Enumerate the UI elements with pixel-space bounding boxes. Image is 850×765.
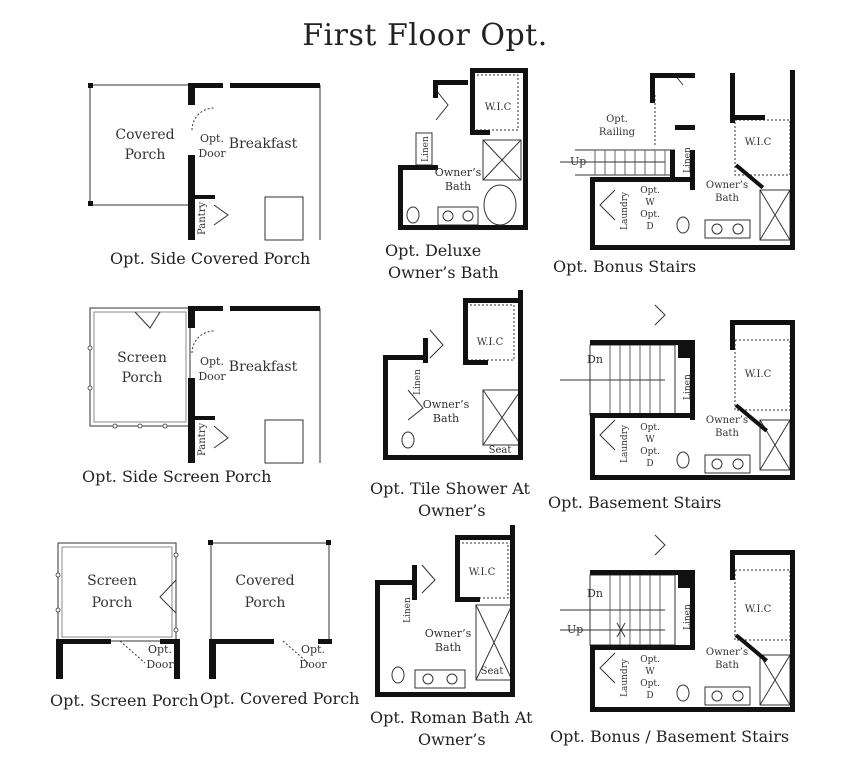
bath-label: Bath bbox=[715, 193, 739, 204]
laundry-label: Laundry bbox=[620, 424, 630, 463]
plan-basement-stairs: Dn Linen W.I.C Owner’s Bath Laundry Opt.… bbox=[560, 304, 795, 480]
door-label: Door bbox=[198, 147, 226, 160]
room-breakfast-label: Breakfast bbox=[229, 359, 298, 375]
owners-label: Owner’s bbox=[435, 166, 482, 179]
caption-basement-stairs: Opt. Basement Stairs bbox=[548, 493, 722, 512]
bath-label: Bath bbox=[433, 412, 459, 425]
caption-covered-porch: Opt. Covered Porch bbox=[200, 689, 360, 708]
wic-label: W.I.C bbox=[485, 102, 512, 113]
up-label: Up bbox=[570, 155, 586, 168]
wic-label: W.I.C bbox=[745, 369, 772, 380]
bath-label: Bath bbox=[715, 428, 739, 439]
washer-label: W bbox=[645, 667, 655, 677]
washer-label: W bbox=[645, 435, 655, 445]
room-porch-label: Porch bbox=[122, 370, 163, 386]
caption-tile-2: Owner’s bbox=[418, 501, 486, 520]
up-label: Up bbox=[567, 623, 583, 636]
opt-label: Opt. bbox=[200, 355, 224, 368]
plan-bonus-stairs: Opt. Railing Up Linen W.I.C Owner’s Bath… bbox=[560, 70, 795, 250]
plan-roman-bath: W.I.C Linen Owner’s Bath Seat bbox=[375, 525, 515, 697]
room-covered-label-1: Covered bbox=[115, 127, 174, 143]
caption-roman-1: Opt. Roman Bath At bbox=[370, 708, 533, 727]
laundry-label: Laundry bbox=[620, 191, 630, 230]
plan-deluxe-owners-bath: W.I.C Linen Owner’s Bath bbox=[398, 68, 528, 230]
room-breakfast-label: Breakfast bbox=[229, 136, 298, 152]
room-covered-label-1: Covered bbox=[235, 573, 294, 589]
dn-label: Dn bbox=[587, 353, 603, 366]
dryer-label: D bbox=[646, 691, 653, 701]
wic-label: W.I.C bbox=[477, 337, 504, 348]
plan-covered-porch: Covered Porch Opt. Door bbox=[208, 540, 332, 679]
laundry-label: Laundry bbox=[620, 658, 630, 697]
linen-label: Linen bbox=[403, 597, 413, 623]
linen-label: Linen bbox=[683, 147, 693, 173]
pantry-label: Pantry bbox=[197, 423, 208, 456]
plan-side-covered-porch: Covered Porch Opt. Door Breakfast Pantry bbox=[88, 83, 321, 241]
bath-label: Bath bbox=[715, 660, 739, 671]
room-porch-label: Porch bbox=[92, 595, 133, 611]
railing-label: Railing bbox=[599, 127, 636, 138]
door-label: Door bbox=[146, 658, 174, 671]
linen-label: Linen bbox=[683, 604, 693, 630]
linen-label: Linen bbox=[421, 136, 431, 162]
opt-label: Opt. bbox=[640, 447, 660, 457]
owners-label: Owner’s bbox=[423, 398, 470, 411]
dryer-label: D bbox=[646, 459, 653, 469]
caption-screen-porch: Opt. Screen Porch bbox=[50, 691, 199, 710]
room-screen-label-1: Screen bbox=[87, 573, 137, 589]
caption-deluxe-1: Opt. Deluxe bbox=[385, 241, 482, 260]
owners-label: Owner’s bbox=[706, 647, 748, 658]
pantry-label: Pantry bbox=[197, 202, 208, 235]
wic-label: W.I.C bbox=[745, 137, 772, 148]
caption-roman-2: Owner’s bbox=[418, 730, 486, 749]
plan-side-screen-porch: Screen Porch Opt. Door Breakfast Pantry bbox=[87, 306, 321, 464]
seat-label: Seat bbox=[489, 445, 512, 456]
caption-side-covered-porch: Opt. Side Covered Porch bbox=[110, 249, 311, 268]
wic-label: W.I.C bbox=[469, 567, 496, 578]
bath-label: Bath bbox=[435, 641, 461, 654]
owners-label: Owner’s bbox=[425, 627, 472, 640]
room-porch-label: Porch bbox=[245, 595, 286, 611]
seat-label: Seat bbox=[481, 666, 504, 677]
linen-label: Linen bbox=[413, 369, 423, 395]
caption-tile-1: Opt. Tile Shower At bbox=[370, 479, 530, 498]
opt-label: Opt. bbox=[640, 210, 660, 220]
plan-screen-porch: Screen Porch Opt. Door bbox=[55, 542, 180, 679]
opt-label: Opt. bbox=[148, 643, 172, 656]
dryer-label: D bbox=[646, 222, 653, 232]
bath-label: Bath bbox=[445, 180, 471, 193]
opt-label: Opt. bbox=[640, 679, 660, 689]
owners-label: Owner’s bbox=[706, 415, 748, 426]
room-screen-label-1: Screen bbox=[117, 350, 167, 366]
wic-label: W.I.C bbox=[745, 604, 772, 615]
caption-side-screen-porch: Opt. Side Screen Porch bbox=[82, 467, 272, 486]
linen-label: Linen bbox=[683, 374, 693, 400]
washer-label: W bbox=[645, 198, 655, 208]
caption-bonus-stairs: Opt. Bonus Stairs bbox=[553, 257, 697, 276]
opt-label: Opt. bbox=[640, 423, 660, 433]
opt-label: Opt. bbox=[200, 132, 224, 145]
plan-bonus-basement-stairs: Dn Up Linen W.I.C Owner’s Bath Laundry O… bbox=[560, 534, 795, 712]
caption-deluxe-2: Owner’s Bath bbox=[388, 263, 499, 282]
opt-label: Opt. bbox=[640, 186, 660, 196]
dn-label: Dn bbox=[587, 587, 603, 600]
owners-label: Owner’s bbox=[706, 180, 748, 191]
opt-label: Opt. bbox=[640, 655, 660, 665]
page-title: First Floor Opt. bbox=[302, 18, 548, 53]
door-label: Door bbox=[299, 658, 327, 671]
opt-label: Opt. bbox=[606, 114, 628, 125]
caption-bonus-basement-stairs: Opt. Bonus / Basement Stairs bbox=[550, 727, 790, 746]
plan-tile-shower: W.I.C Linen Owner’s Bath Seat bbox=[383, 290, 523, 460]
room-porch-label: Porch bbox=[125, 147, 166, 163]
opt-label: Opt. bbox=[301, 643, 325, 656]
door-label: Door bbox=[198, 370, 226, 383]
